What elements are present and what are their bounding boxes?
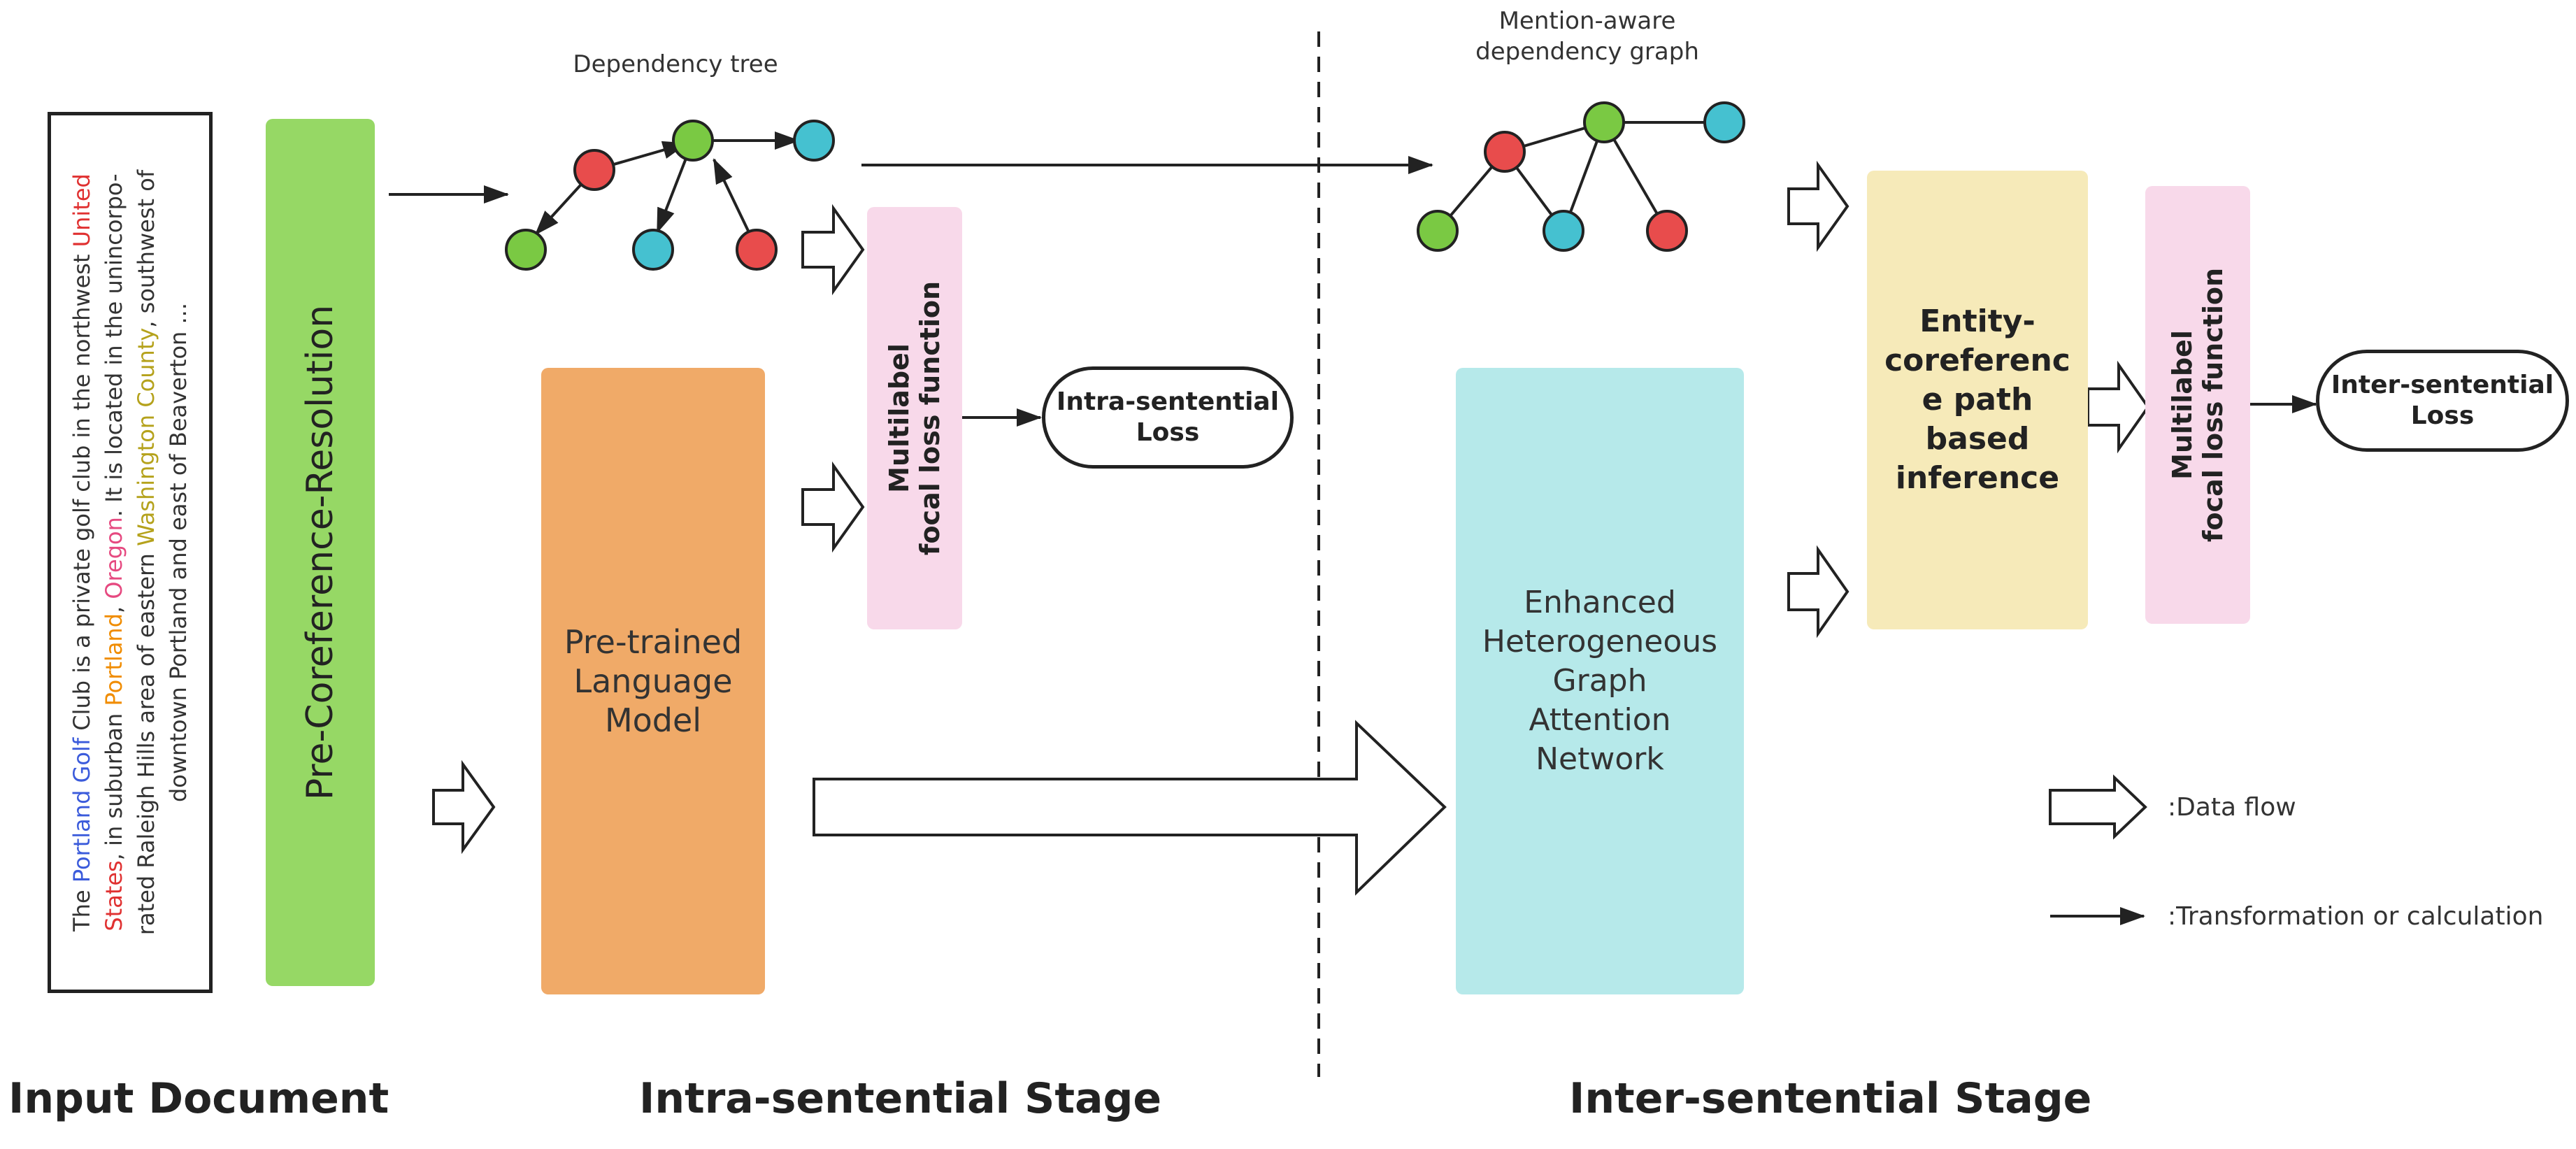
plm-label: Pre-trained Language Model	[564, 623, 743, 739]
input-document-segment: Portland Golf	[69, 737, 95, 883]
legend-transformation-label: :Transformation or calculation	[2168, 902, 2544, 931]
input-document-segment: Club is a private golf club in the north…	[69, 247, 95, 738]
dataflow-arrow-plm-to-lossfn	[801, 461, 865, 553]
enhanced-hgat-block: Enhanced Heterogeneous Graph Attention N…	[1456, 368, 1744, 994]
input-document-line: rated Raleigh Hills area of eastern Wash…	[130, 136, 162, 969]
dataflow-arrow-to-plm	[432, 759, 496, 855]
dataflow-arrow-ehgat-to-entity	[1787, 545, 1849, 638]
input-document-segment: The	[69, 883, 95, 932]
mention-aware-graph	[1417, 101, 1745, 252]
input-document-segment: rated Raleigh Hills area of eastern	[133, 545, 159, 936]
input-document-segment: States	[101, 860, 127, 932]
intra-sentential-stage-title: Intra-sentential Stage	[639, 1074, 1162, 1123]
pretrained-language-model-block: Pre-trained Language Model	[541, 368, 765, 994]
input-document-segment: Oregon	[101, 517, 127, 599]
mention-aware-graph-label: Mention-aware dependency graph	[1475, 7, 1699, 66]
dependency-tree-graph	[505, 120, 835, 271]
dataflow-arrow-entity-to-lossfn	[2087, 360, 2150, 454]
input-document-segment: Washington County	[133, 327, 159, 546]
input-document-segment: Portland	[101, 613, 127, 706]
inter-sentential-loss: Inter-sentential Loss	[2316, 350, 2569, 452]
entity-path-label: Entity- coreferenc e path based inferenc…	[1884, 304, 2070, 496]
input-document-segment: , southwest of	[133, 169, 159, 328]
input-document-title: Input Document	[8, 1074, 389, 1123]
input-document-text: The Portland Golf Club is a private golf…	[66, 136, 194, 969]
inter-sentential-stage-title: Inter-sentential Stage	[1569, 1074, 2092, 1123]
intra-loss-function-label: Multilabel focal loss function	[884, 280, 945, 556]
pre-coreference-resolution-block: Pre-Coreference-Resolution	[266, 119, 375, 986]
inter-multilabel-focal-loss-block: Multilabel focal loss function	[2145, 186, 2250, 624]
legend-dataflow-arrow	[2049, 774, 2147, 840]
input-document-line: The Portland Golf Club is a private golf…	[66, 136, 98, 969]
input-document-box: The Portland Golf Club is a private golf…	[48, 112, 213, 993]
input-document-segment: . It is located in the unincorpo-	[101, 173, 127, 518]
input-document-line: States, in suburban Portland, Oregon. It…	[98, 136, 130, 969]
input-document-segment: , in suburban	[101, 706, 127, 861]
input-document-line: downtown Portland and east of Beaverton …	[162, 136, 194, 969]
entity-coreference-path-inference-block: Entity- coreferenc e path based inferenc…	[1867, 171, 2088, 629]
intra-multilabel-focal-loss-block: Multilabel focal loss function	[867, 207, 962, 629]
dataflow-arrow-plm-to-ehgat	[813, 720, 1447, 896]
dataflow-arrow-graph-to-entity	[1787, 160, 1849, 252]
dependency-tree-label: Dependency tree	[573, 50, 778, 78]
legend-data-flow-label: :Data flow	[2168, 793, 2296, 822]
dataflow-arrow-tree-to-lossfn	[801, 204, 865, 296]
input-document-segment: ,	[101, 599, 127, 613]
ehgat-label: Enhanced Heterogeneous Graph Attention N…	[1482, 585, 1718, 777]
pre-coreference-resolution-label: Pre-Coreference-Resolution	[299, 304, 341, 801]
input-document-segment: United	[69, 173, 95, 248]
intra-sentential-loss: Intra-sentential Loss	[1042, 366, 1294, 469]
input-document-segment: downtown Portland and east of Beaverton …	[165, 303, 192, 802]
inter-loss-function-label: Multilabel focal loss function	[2167, 267, 2228, 543]
